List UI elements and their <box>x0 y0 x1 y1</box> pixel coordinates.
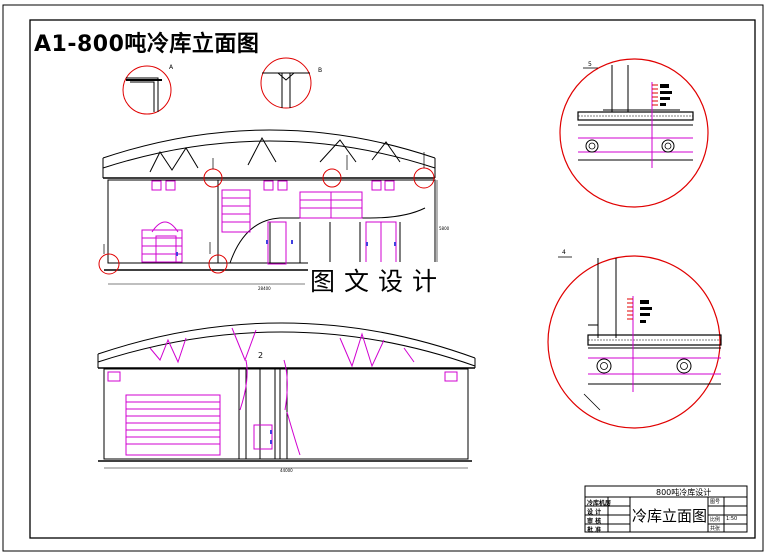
title-block-right-label-1: 图号 <box>710 499 721 505</box>
detail-a-number: 5 <box>588 61 592 68</box>
drawing-title: A1-800吨冷库立面图 <box>34 32 260 57</box>
upper-door-handles <box>176 240 396 256</box>
svg-text:B: B <box>318 67 322 74</box>
title-block-label-2: 设 计 <box>587 509 602 516</box>
upper-equipment <box>141 180 397 265</box>
title-block-label-3: 审 核 <box>587 518 602 525</box>
title-block-right-label-3: 共张 <box>710 526 721 532</box>
outer-border <box>2 4 764 552</box>
title-block-right-label-2: 比例 <box>710 517 721 523</box>
lower-door-handles <box>270 430 272 444</box>
detail-b-number: 4 <box>562 249 566 256</box>
inner-border <box>29 19 756 539</box>
lower-trusses <box>149 327 415 456</box>
title-block-label-1: 冷库机房 <box>587 500 612 507</box>
title-block-drawing-name: 冷库立面图 <box>632 507 708 525</box>
svg-text:5800: 5800 <box>439 226 450 231</box>
svg-text:A: A <box>169 64 174 71</box>
svg-text:44000: 44000 <box>280 468 293 473</box>
upper-callout-leaders <box>103 152 425 254</box>
title-block-label-4: 批 准 <box>587 527 602 534</box>
upper-elevation: 28400 5800 <box>102 129 450 291</box>
title-block-project: 800吨冷库设计 <box>656 488 712 497</box>
watermark-text: 图文设计 <box>308 262 449 298</box>
title-block-frame <box>584 485 748 533</box>
detail-b: 4 <box>547 249 722 429</box>
detail-circle-corner: A <box>122 64 174 115</box>
detail-a: 5 <box>559 58 709 208</box>
title-block-scale: 1:50 <box>726 516 738 522</box>
svg-text:28400: 28400 <box>258 286 271 291</box>
lower-equipment <box>107 371 458 456</box>
detail-circle-ridge: B <box>260 57 322 109</box>
lower-elevation-mark: 2 <box>258 351 263 360</box>
